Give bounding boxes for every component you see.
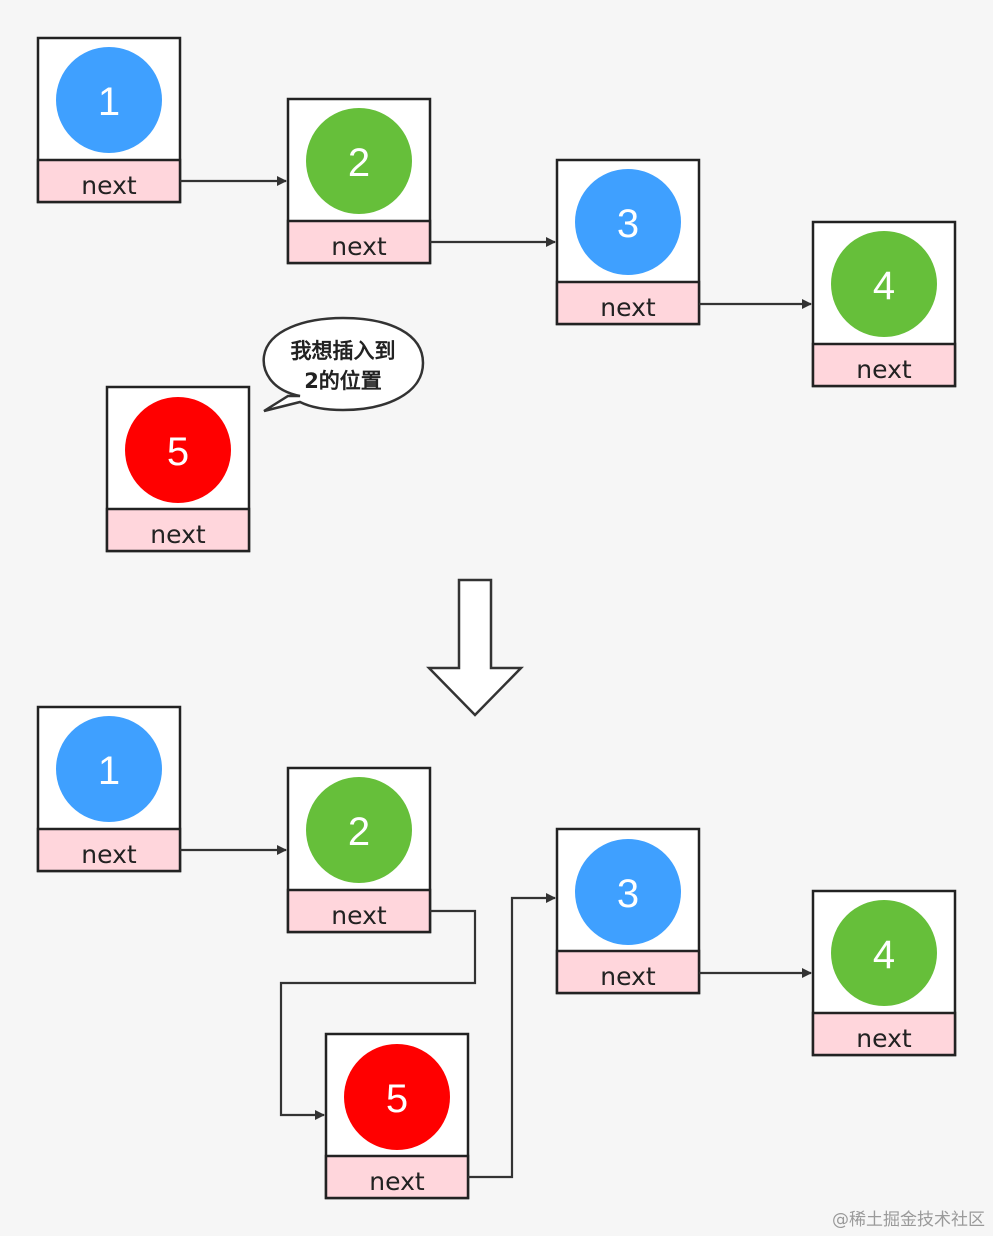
speech-bubble-line2: 2的位置 bbox=[304, 369, 382, 393]
node-value: 5 bbox=[167, 430, 189, 474]
node-value-circle bbox=[831, 900, 937, 1006]
down-arrow-icon bbox=[426, 578, 524, 717]
node-value-circle bbox=[56, 47, 162, 153]
next-pointer-label: next bbox=[150, 520, 206, 549]
before-new-node-5: 5 next bbox=[105, 385, 251, 553]
node-value: 1 bbox=[98, 80, 120, 124]
next-pointer-label: next bbox=[856, 355, 912, 384]
before-node-1: 1 next bbox=[36, 36, 182, 204]
next-pointer-label: next bbox=[331, 901, 387, 930]
node-value-circle bbox=[306, 777, 412, 883]
node-value: 3 bbox=[617, 872, 639, 916]
next-pointer-label: next bbox=[369, 1167, 425, 1196]
after-node-4: 4 next bbox=[811, 889, 957, 1057]
after-node-3: 3 next bbox=[555, 827, 701, 995]
node-value: 1 bbox=[98, 749, 120, 793]
node-value: 5 bbox=[386, 1077, 408, 1121]
node-value-circle bbox=[125, 397, 231, 503]
after-node-2: 2 next bbox=[286, 766, 432, 934]
next-pointer-label: next bbox=[600, 962, 656, 991]
after-node-1: 1 next bbox=[36, 705, 182, 873]
node-value-circle bbox=[575, 169, 681, 275]
node-value: 2 bbox=[348, 141, 370, 185]
node-value-circle bbox=[344, 1044, 450, 1150]
link-arrow bbox=[468, 893, 556, 1179]
before-node-2: 2 next bbox=[286, 97, 432, 265]
speech-bubble-line1: 我想插入到 bbox=[291, 339, 396, 363]
node-value: 3 bbox=[617, 202, 639, 246]
node-value-circle bbox=[575, 839, 681, 945]
next-pointer-label: next bbox=[81, 840, 137, 869]
node-value-circle bbox=[831, 231, 937, 337]
speech-bubble: 我想插入到 2的位置 bbox=[262, 316, 425, 413]
next-pointer-label: next bbox=[600, 293, 656, 322]
after-node-5: 5 next bbox=[324, 1032, 470, 1200]
node-value: 4 bbox=[873, 264, 895, 308]
next-pointer-label: next bbox=[331, 232, 387, 261]
link-arrow bbox=[279, 909, 477, 1120]
watermark: @稀土掘金技术社区 bbox=[832, 1210, 985, 1230]
next-pointer-label: next bbox=[856, 1024, 912, 1053]
node-value-circle bbox=[306, 108, 412, 214]
before-node-3: 3 next bbox=[555, 158, 701, 326]
node-value: 4 bbox=[873, 933, 895, 977]
node-value-circle bbox=[56, 716, 162, 822]
before-node-4: 4 next bbox=[811, 220, 957, 388]
node-value: 2 bbox=[348, 810, 370, 854]
next-pointer-label: next bbox=[81, 171, 137, 200]
